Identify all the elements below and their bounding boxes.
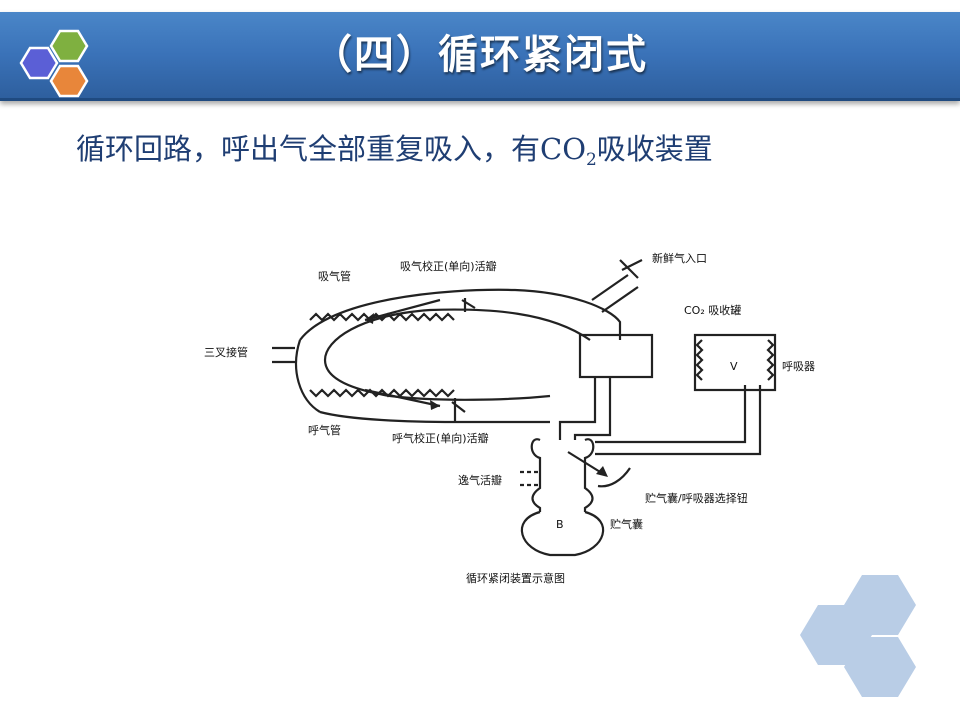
- label-tee: 三叉接管: [204, 345, 248, 359]
- subtitle-sub: 2: [585, 150, 597, 170]
- hex-logo-icon: [19, 29, 89, 98]
- label-b: B: [556, 518, 564, 531]
- subtitle-before: 循环回路，呼出气全部重复吸入，有CO: [76, 132, 586, 166]
- subtitle-text: 循环回路，呼出气全部重复吸入，有CO2吸收装置: [76, 126, 713, 170]
- label-v: V: [730, 360, 738, 373]
- subtitle-after: 吸收装置: [596, 132, 713, 166]
- inhale-zigzag: [309, 312, 455, 322]
- label-exhale-tube: 呼气管: [308, 423, 341, 437]
- label-selector: 贮气囊/呼吸器选择钮: [645, 491, 748, 505]
- label-reservoir: 贮气囊: [610, 517, 643, 531]
- label-escape-valve: 逸气活瓣: [458, 473, 502, 487]
- label-ventilator: 呼吸器: [782, 360, 815, 373]
- decorative-hex-icon: [800, 575, 916, 697]
- exhale-zigzag: [309, 388, 455, 398]
- page-title: （四）循环紧闭式: [312, 32, 648, 78]
- reservoir-bag: [520, 510, 605, 557]
- inner-loop: [323, 308, 591, 401]
- label-co2-canister: CO₂ 吸收罐: [684, 303, 741, 317]
- ventilator-box: [693, 333, 777, 392]
- label-exhale-valve: 呼气校正(单向)活瓣: [392, 431, 489, 445]
- title-bar: （四）循环紧闭式: [0, 12, 960, 101]
- label-inhale-valve: 吸气校正(单向)活瓣: [400, 259, 497, 273]
- co2-canister: [578, 333, 654, 379]
- label-inhale-tube: 吸气管: [318, 269, 351, 283]
- closed-circuit-diagram: 吸气管 吸气校正(单向)活瓣 新鲜气入口 CO₂ 吸收罐 三叉接管 V 呼吸器 …: [204, 251, 815, 585]
- diagram-caption: 循环紧闭装置示意图: [466, 571, 565, 585]
- label-fresh-gas: 新鲜气入口: [652, 251, 707, 265]
